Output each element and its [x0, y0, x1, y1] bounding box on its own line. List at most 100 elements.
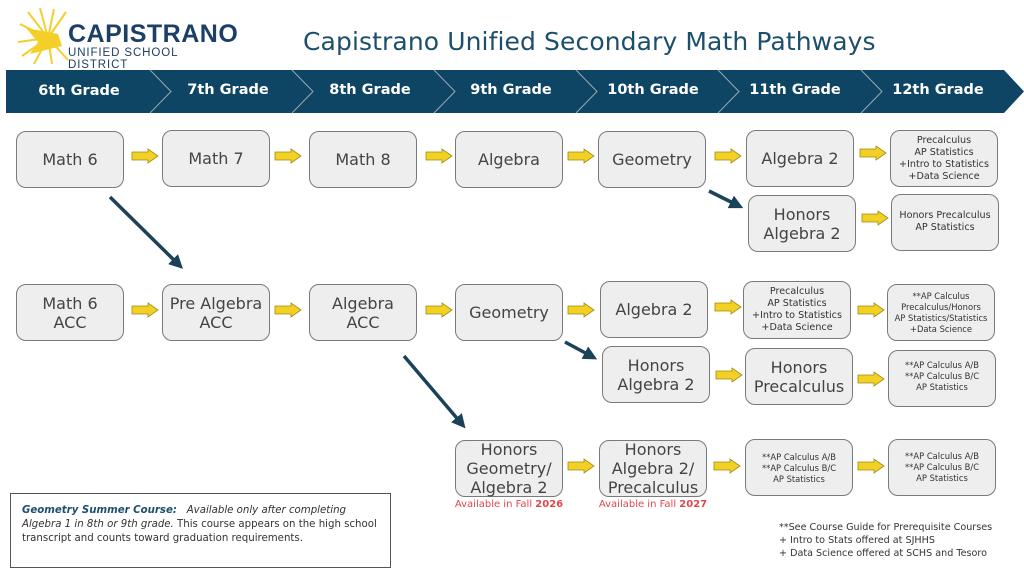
- arrow-right-icon: [131, 302, 159, 318]
- availability-year: 2027: [679, 499, 708, 510]
- course-box-honors-geometry-algebra-2: Honors Geometry/ Algebra 2: [455, 440, 563, 497]
- course-box-grade11-options-a: Precalculus AP Statistics +Intro to Stat…: [743, 281, 851, 339]
- footnote-item: **See Course Guide for Prerequisite Cour…: [779, 522, 993, 533]
- arrow-right-icon: [274, 302, 302, 318]
- grade-9-label: 9th Grade: [470, 82, 552, 98]
- course-box-algebra: Algebra: [455, 131, 563, 188]
- course-label: Honors Precalculus AP Statistics: [899, 210, 991, 233]
- course-label: Algebra: [478, 150, 540, 169]
- diagonal-arrow-icon: [402, 354, 466, 429]
- course-box-math-6-acc: Math 6 ACC: [16, 284, 124, 341]
- course-box-algebra-acc: Algebra ACC: [309, 284, 417, 341]
- grade-header-bar: 6th Grade 7th Grade 8th Grade 9th Grade …: [6, 70, 1024, 113]
- grade-10-label: 10th Grade: [607, 82, 699, 98]
- course-box-honors-algebra-2-precalculus: Honors Algebra 2/ Precalculus: [599, 440, 707, 497]
- course-box-math-6: Math 6: [16, 131, 124, 188]
- chevron-divider: [291, 70, 314, 113]
- course-label: **AP Calculus A/B **AP Calculus B/C AP S…: [904, 360, 980, 392]
- course-label: Pre Algebra ACC: [169, 294, 263, 332]
- course-label: Precalculus AP Statistics +Intro to Stat…: [899, 134, 989, 182]
- grade-7-label: 7th Grade: [187, 82, 269, 98]
- course-label: Math 6 ACC: [42, 293, 98, 332]
- availability-note-2027: Available in Fall 2027: [593, 499, 713, 510]
- course-box-honors-algebra-2: Honors Algebra 2: [748, 195, 856, 252]
- diagonal-arrow-icon: [564, 340, 598, 360]
- course-label: Algebra 2: [615, 300, 693, 319]
- arrow-right-icon: [131, 148, 159, 164]
- arrow-right-icon: [274, 148, 302, 164]
- course-box-honors-precalculus: Honors Precalculus: [745, 348, 853, 405]
- footnote-item: + Data Science offered at SCHS and Tesor…: [779, 548, 987, 559]
- course-label: Precalculus AP Statistics +Intro to Stat…: [752, 286, 842, 333]
- page-title: Capistrano Unified Secondary Math Pathwa…: [303, 27, 876, 56]
- diagonal-arrow-icon: [108, 195, 183, 269]
- course-label: Geometry: [469, 303, 549, 322]
- course-box-algebra-2-acc-path: Algebra 2: [600, 281, 708, 338]
- arrow-right-icon: [715, 367, 743, 383]
- course-label: Honors Algebra 2: [617, 355, 695, 394]
- grade-bar-background: [6, 70, 1024, 113]
- availability-text: Available in Fall: [454, 499, 536, 510]
- course-label: Geometry: [612, 150, 692, 169]
- grade-6-label: 6th Grade: [38, 83, 120, 99]
- course-box-grade12-options-a: Precalculus AP Statistics +Intro to Stat…: [890, 130, 998, 187]
- logo-main-text: CAPISTRANO: [68, 20, 239, 48]
- chevron-divider: [149, 70, 172, 113]
- arrow-right-icon: [857, 302, 885, 318]
- arrow-right-icon: [861, 210, 889, 226]
- note-italic-text: Available only after completing Algebra …: [22, 505, 347, 530]
- course-label: **AP Calculus Precalculus/Honors AP Stat…: [894, 290, 988, 334]
- course-box-grade12-options-b: Honors Precalculus AP Statistics: [891, 194, 999, 251]
- arrow-right-icon: [567, 458, 595, 474]
- chevron-divider: [575, 70, 598, 113]
- course-box-grade11-honors-options: **AP Calculus A/B **AP Calculus B/C AP S…: [745, 439, 853, 496]
- course-label: **AP Calculus A/B **AP Calculus B/C AP S…: [904, 451, 980, 483]
- footnote-item: + Intro to Stats offered at SJHHS: [779, 535, 935, 546]
- chevron-divider: [433, 70, 456, 113]
- course-box-algebra-2: Algebra 2: [746, 130, 854, 187]
- arrow-right-icon: [859, 145, 887, 161]
- logo-sub-text: UNIFIED SCHOOL DISTRICT: [68, 47, 178, 71]
- course-box-geometry: Geometry: [598, 131, 706, 188]
- course-label: Math 7: [188, 149, 244, 168]
- availability-note-2026: Available in Fall 2026: [449, 499, 569, 510]
- course-box-grade12-acc-options-b: **AP Calculus A/B **AP Calculus B/C AP S…: [888, 350, 996, 407]
- arrow-right-icon: [425, 302, 453, 318]
- grade-11-label: 11th Grade: [749, 82, 841, 98]
- arrow-right-icon: [857, 458, 885, 474]
- arrow-right-icon: [714, 148, 742, 164]
- grade-12-label: 12th Grade: [892, 82, 984, 98]
- chevron-divider: [717, 70, 740, 113]
- course-box-geometry-acc-path: Geometry: [455, 284, 563, 341]
- note-body-text: This course appears on the high school t…: [22, 519, 377, 544]
- course-label: Algebra ACC: [332, 294, 394, 332]
- course-label: Algebra 2: [761, 149, 839, 168]
- arrow-right-icon: [713, 458, 741, 474]
- course-box-pre-algebra-acc: Pre Algebra ACC: [162, 284, 270, 341]
- course-box-math-8: Math 8: [309, 131, 417, 188]
- course-label: Honors Algebra 2: [763, 204, 841, 243]
- course-label: Honors Geometry/ Algebra 2: [466, 440, 552, 497]
- chevron-divider: [860, 70, 883, 113]
- availability-text: Available in Fall: [598, 499, 680, 510]
- course-label: Math 8: [335, 150, 391, 169]
- footnotes: **See Course Guide for Prerequisite Cour…: [779, 521, 992, 560]
- course-box-math-7: Math 7: [162, 130, 270, 187]
- course-label: Honors Algebra 2/ Precalculus: [607, 440, 699, 497]
- arrow-right-icon: [714, 299, 742, 315]
- district-logo: CAPISTRANO UNIFIED SCHOOL DISTRICT: [18, 8, 238, 71]
- course-box-grade12-acc-options-a: **AP Calculus Precalculus/Honors AP Stat…: [887, 284, 995, 341]
- availability-year: 2026: [535, 499, 564, 510]
- sun-icon: [18, 8, 69, 64]
- arrow-right-icon: [567, 148, 595, 164]
- arrow-right-icon: [567, 302, 595, 318]
- course-box-honors-algebra-2-acc: Honors Algebra 2: [602, 346, 710, 403]
- course-label: Math 6: [42, 150, 98, 169]
- course-label: Honors Precalculus: [753, 357, 845, 396]
- course-box-grade12-honors-options: **AP Calculus A/B **AP Calculus B/C AP S…: [888, 439, 996, 496]
- diagonal-arrow-icon: [708, 189, 744, 209]
- geometry-summer-course-note: Geometry Summer Course: Available only a…: [10, 493, 391, 568]
- course-label: **AP Calculus A/B **AP Calculus B/C AP S…: [761, 452, 837, 484]
- arrow-right-icon: [425, 148, 453, 164]
- note-label: Geometry Summer Course:: [22, 505, 177, 516]
